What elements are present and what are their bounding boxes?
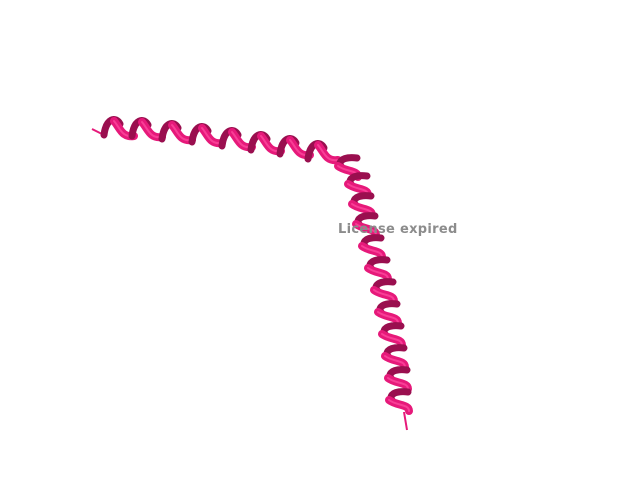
helix-coils: [91, 116, 413, 431]
helix-turn: [218, 127, 256, 152]
helix-turn: [158, 120, 196, 145]
helix-turn: [385, 388, 413, 415]
helix-turn: [188, 123, 226, 148]
helix-turn: [381, 344, 409, 371]
helix-turn: [344, 172, 372, 199]
helix-turn: [364, 256, 392, 283]
helix-turn: [374, 300, 402, 327]
helix-turn: [378, 322, 406, 349]
c-terminus-tail: [403, 411, 408, 431]
helix-turn: [384, 366, 412, 393]
helix-turn: [358, 234, 386, 261]
license-watermark: License expired: [338, 222, 458, 237]
helix-turn: [348, 192, 376, 219]
helix-turn: [370, 278, 398, 305]
helix-turn: [304, 140, 342, 165]
helix-turn: [352, 212, 380, 239]
